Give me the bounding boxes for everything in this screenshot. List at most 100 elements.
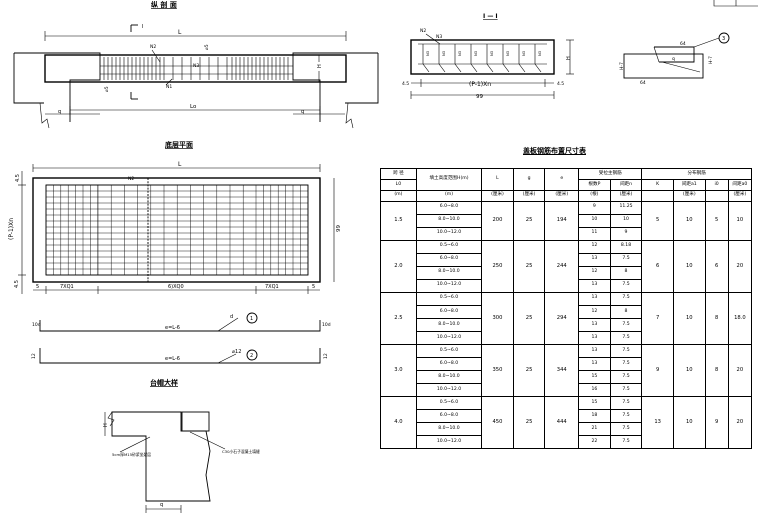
cell-dist-k: 13 [641, 395, 674, 450]
cell-g: 25 [512, 343, 546, 397]
bar-1-schedule: 10d 10d e=L-6 d 1 [32, 312, 331, 332]
hdr-L: L [481, 168, 514, 191]
cell-dist-a1: 10 [672, 395, 706, 450]
section-bar-label: N3 [442, 51, 446, 56]
section-dim-b: 99 [476, 94, 483, 100]
cell-dist-a0: 18.0 [727, 291, 753, 345]
cell-fill-height: 6.0~8.0 [415, 200, 483, 215]
section-tie-line [470, 63, 478, 73]
cell-span: 4.0 [380, 395, 417, 450]
elevation-dim-q-left: q [58, 109, 61, 115]
plan-label-N2: N2 [128, 176, 134, 182]
hdr-fill: 填土高度范围H(m) [415, 168, 483, 191]
detail-dim-q: q [160, 502, 163, 508]
section-title: I — I [483, 13, 498, 20]
cell-main-count: 12 [578, 239, 611, 254]
hdr-g: g [512, 168, 546, 191]
cap-detail: 台帽大样 H q 5cm厚M15砂浆坐浆层 C30小石子混凝土填缝 [103, 378, 260, 513]
section-tie-line [518, 63, 526, 73]
hdr-span-unit-top: L0 [380, 178, 417, 191]
cell-e: 294 [544, 291, 580, 345]
plan-dim-top-45: 4.5 [15, 174, 21, 182]
hdr-main: 受拉主钢筋 [578, 168, 643, 180]
cell-main-spacing: 11.25 [609, 200, 643, 215]
cell-e: 194 [544, 200, 580, 241]
section-tie-line [422, 63, 430, 73]
cell-dist-a1: 10 [672, 291, 706, 345]
elevation-view: 纵 剖 面 L I N2 N3 N1 ⌀5 ⌀5 [13, 0, 379, 129]
cell-fill-height: 0.5~6.0 [415, 395, 483, 410]
cell-fill-height: 10.0~12.0 [415, 278, 483, 293]
hdr-dist-i: i0 [704, 178, 729, 191]
elevation-stirrups [103, 57, 289, 80]
cell-main-count: 10 [578, 213, 611, 228]
bar2-number: 2 [250, 353, 253, 359]
detail-note-infill: C30小石子混凝土填缝 [222, 449, 260, 454]
cell-main-count: 21 [578, 421, 611, 436]
cell-e: 344 [544, 343, 580, 397]
plan-dim-mid-seg: 6)XQ0 [168, 284, 184, 290]
bar2-length: e=L-6 [165, 356, 180, 362]
hdr-dist-a1: 间距a1 [672, 178, 706, 191]
cell-fill-height: 0.5~6.0 [415, 239, 483, 254]
section-bar-label: N3 [522, 51, 526, 56]
cell-main-count: 13 [578, 330, 611, 345]
cell-dist-a1: 10 [672, 343, 706, 397]
title-block-fragment [713, 0, 758, 7]
hdr-dist-i-unit [704, 189, 729, 202]
hook-dim-h-left: H-7 [619, 62, 625, 70]
cell-dist-k: 7 [641, 291, 674, 345]
cell-e: 244 [544, 239, 580, 293]
hdr-dist-k-unit [641, 189, 674, 202]
cell-fill-height: 10.0~12.0 [415, 330, 483, 345]
cell-main-spacing: 10 [609, 213, 643, 228]
cell-dist-a0: 20 [727, 343, 753, 397]
cell-main-count: 13 [578, 252, 611, 267]
cell-main-spacing: 7.5 [609, 278, 643, 293]
hdr-dist-a0-unit: (厘米) [727, 189, 753, 202]
hdr-g-unit: (厘米) [512, 189, 546, 202]
table-title: 盖板钢筋布置尺寸表 [523, 147, 586, 155]
hdr-e: e [544, 168, 580, 191]
elevation-dim-q-right: q [301, 109, 304, 115]
section-label-N2: N2 [420, 28, 426, 34]
bar-2-schedule: 12 12 e=L-6 ⌀12 2 [31, 348, 329, 364]
cell-main-count: 22 [578, 434, 611, 450]
section-bar-label: N3 [490, 51, 494, 56]
rebar-table: 跨 径 填土高度范围H(m) L g e 受拉主钢筋 分布钢筋 L0 根数P 间… [380, 168, 753, 450]
hdr-main-n-unit: (根) [578, 189, 611, 202]
hdr-e-unit: (厘米) [544, 189, 580, 202]
cell-fill-height: 0.5~6.0 [415, 343, 483, 358]
cell-e: 444 [544, 395, 580, 450]
hdr-dist-a0: 间距a0 [727, 178, 753, 191]
cell-main-spacing: 8 [609, 265, 643, 280]
cell-dist-k: 6 [641, 239, 674, 293]
cell-main-count: 13 [578, 317, 611, 332]
bar1-length: e=L-6 [165, 325, 180, 331]
cell-fill-height: 10.0~12.0 [415, 382, 483, 397]
cell-g: 25 [512, 239, 546, 293]
elevation-label-N1: N1 [166, 84, 172, 90]
hdr-fill-unit: (m) [415, 189, 483, 202]
section-bar-label: N3 [458, 51, 462, 56]
section-tie-line [454, 63, 462, 73]
cell-fill-height: 8.0~10.0 [415, 265, 483, 280]
cell-main-count: 18 [578, 408, 611, 423]
bar2-end-right: 12 [323, 353, 329, 359]
detail-note-mortar: 5cm厚M15砂浆坐浆层 [112, 452, 151, 457]
hdr-dist: 分布钢筋 [641, 168, 752, 180]
cell-main-spacing: 7.5 [609, 395, 643, 410]
plan-dim-b: 99 [336, 225, 342, 232]
hook-dim-64-top: 64 [680, 41, 686, 47]
section-tie-line [486, 63, 494, 73]
plan-dim-right-seg: 7XQ1 [265, 284, 279, 290]
section-label-N3: N3 [436, 34, 442, 40]
